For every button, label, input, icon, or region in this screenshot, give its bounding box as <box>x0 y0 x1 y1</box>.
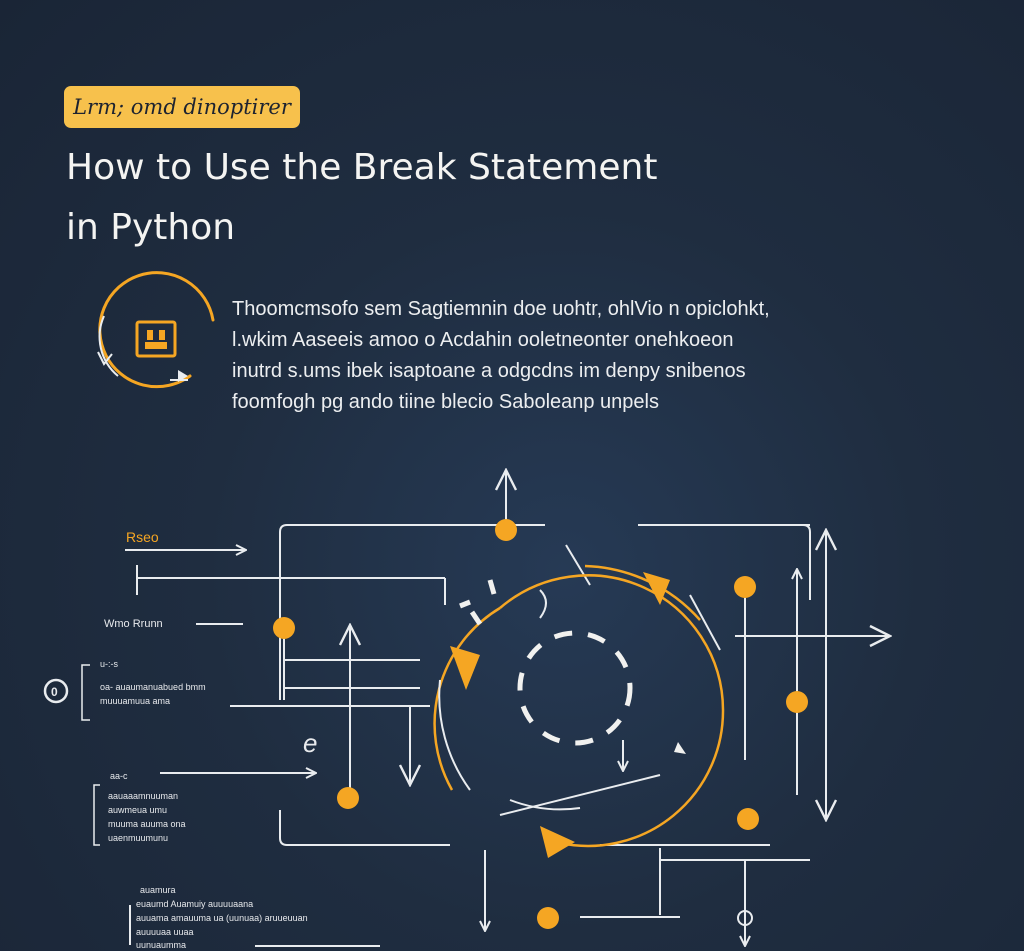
description: Thoomcmsofo sem Sagtiemnin doe uohtr, oh… <box>232 294 932 418</box>
svg-text:uaenmuumunu: uaenmuumunu <box>108 833 168 843</box>
page-title: How to Use the Break Statement in Python <box>66 138 657 258</box>
node <box>337 787 359 809</box>
code-block-a: u-:-s oa- auaumanuabued bmm muuuamuua am… <box>81 659 206 721</box>
cycle-arrows-icon <box>433 564 725 858</box>
svg-text:auuama amauuma ua (uunuaa) aru: auuama amauuma ua (uunuaa) aruueuuan <box>136 913 308 923</box>
svg-text:auamura: auamura <box>140 885 176 895</box>
svg-text:euaumd Auamuiy auuuuaana: euaumd Auamuiy auuuuaana <box>136 899 253 909</box>
svg-text:uunuaumma: uunuaumma <box>136 940 186 950</box>
label-middle: Wmo Rrunn <box>104 618 163 630</box>
node <box>495 519 517 541</box>
node <box>537 907 559 929</box>
label-top: Rseo <box>126 529 159 545</box>
node <box>786 691 808 713</box>
node <box>273 617 295 639</box>
circle-marker: 0 <box>43 678 69 704</box>
code-block-b: aa-c aauaaamnuuman auwmeua umu muuma auu… <box>93 771 186 846</box>
svg-text:auuuuaa uuaa: auuuuaa uuaa <box>136 927 194 937</box>
end-node <box>737 910 753 926</box>
description-line-3: inutrd s.ums ibek isaptoane a odgcdns im… <box>232 360 746 382</box>
svg-text:oa- auaumanuabued bmm: oa- auaumanuabued bmm <box>100 682 206 692</box>
svg-text:muuma auuma ona: muuma auuma ona <box>108 819 186 829</box>
flow-lines <box>125 470 890 947</box>
svg-text:u-:-s: u-:-s <box>100 659 119 669</box>
description-line-1: Thoomcmsofo sem Sagtiemnin doe uohtr, oh… <box>232 298 770 320</box>
code-block-c: auamura euaumd Auamuiy auuuuaana auuama … <box>136 885 308 950</box>
flow-nodes <box>273 519 808 929</box>
category-tag: Lrm; omd dinoptirer <box>64 86 300 128</box>
node <box>734 576 756 598</box>
description-line-2: l.wkim Aaseeis amoo o Acdahin ooletneont… <box>232 329 734 351</box>
break-icon <box>135 320 177 358</box>
svg-text:aa-c: aa-c <box>110 771 128 781</box>
label-small: e <box>303 728 317 758</box>
loop-icon <box>97 271 215 389</box>
svg-text:muuuamuua ama: muuuamuua ama <box>100 696 170 706</box>
description-line-4: foomfogh pg ando tiine blecio Saboleanp … <box>232 391 659 413</box>
title-line-2: in Python <box>66 207 236 248</box>
svg-text:0: 0 <box>51 685 58 699</box>
title-line-1: How to Use the Break Statement <box>66 147 658 188</box>
svg-text:auwmeua umu: auwmeua umu <box>108 805 167 815</box>
node <box>737 808 759 830</box>
svg-text:aauaaamnuuman: aauaaamnuuman <box>108 791 178 801</box>
